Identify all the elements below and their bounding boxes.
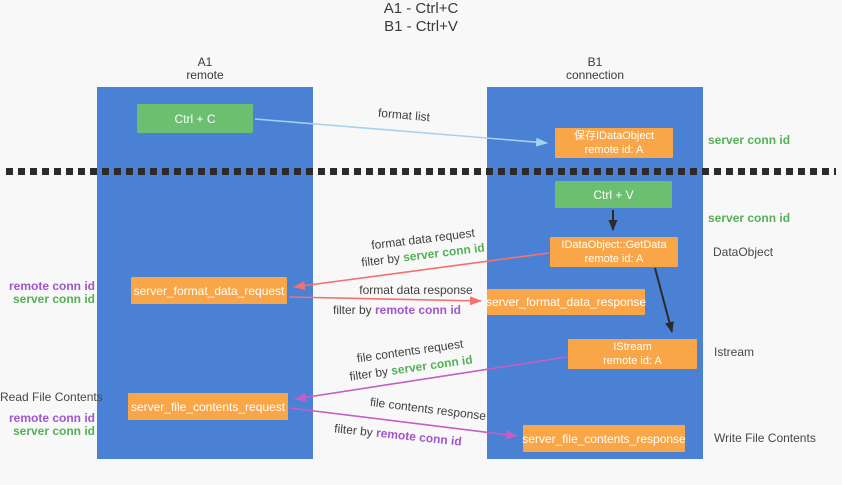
ctrl-c-box: Ctrl + C: [137, 104, 253, 133]
ctrl-v-box: Ctrl + V: [555, 181, 672, 208]
server-conn-id-annotation-left-1: server conn id: [12, 292, 95, 306]
filter-remote-conn-id-2: remote conn id: [375, 425, 463, 449]
lane-b1-role: connection: [565, 68, 625, 82]
istream-box: IStream remote id: A: [568, 339, 697, 369]
remote-conn-id-annotation-left-1: remote conn id: [8, 279, 95, 293]
lane-a1-name: A1: [197, 55, 213, 69]
istream-annotation: Istream: [714, 345, 755, 359]
getdata-line2: remote id: A: [584, 253, 644, 265]
lane-header-b1: B1 connection: [487, 56, 703, 82]
server-file-contents-response-box: server_file_contents_response: [522, 425, 686, 452]
format-data-response-filter-label: filter by remote conn id: [297, 303, 497, 317]
filter-by-text-4: filter by: [333, 421, 377, 440]
server-format-data-response-box: server_format_data_response: [485, 289, 647, 315]
read-file-contents-annotation: Read File Contents: [0, 390, 103, 404]
title-line-1: A1 - Ctrl+C: [383, 0, 459, 17]
file-request-label: server_file_contents_request: [130, 399, 286, 414]
format-list-label: format list: [377, 105, 431, 125]
server-conn-id-annotation-mid: server conn id: [708, 211, 791, 225]
save-idataobject-box: 保存IDataObject remote id: A: [555, 128, 673, 158]
format-data-response-label: format data response: [359, 283, 473, 297]
save-idataobject-line1: 保存IDataObject: [573, 130, 655, 142]
ctrl-c-label: Ctrl + C: [174, 111, 216, 126]
istream-line1: IStream: [613, 341, 652, 353]
getdata-line1: IDataObject::GetData: [561, 239, 667, 251]
idataobject-getdata-box: IDataObject::GetData remote id: A: [550, 237, 678, 267]
title-line-2: B1 - Ctrl+V: [384, 18, 458, 35]
istream-line2: remote id: A: [603, 355, 662, 367]
format-request-label: server_format_data_request: [133, 283, 285, 298]
file-response-label: server_file_contents_response: [522, 431, 686, 446]
server-conn-id-annotation-left-2: server conn id: [12, 424, 95, 438]
server-format-data-request-box: server_format_data_request: [131, 277, 287, 304]
filter-by-text-3: filter by: [348, 363, 393, 384]
format-data-response-arrow: [288, 296, 482, 306]
lane-b1-name: B1: [587, 55, 603, 69]
lane-a1-role: remote: [186, 68, 224, 82]
filter-remote-conn-id-1: remote conn id: [375, 303, 462, 317]
write-file-contents-annotation: Write File Contents: [714, 431, 816, 445]
dataobject-annotation: DataObject: [713, 245, 774, 259]
filter-by-text-1: filter by: [360, 250, 404, 270]
filter-by-text-2: filter by: [332, 303, 375, 317]
server-conn-id-annotation-top: server conn id: [708, 133, 791, 147]
dotted-separator-line: [6, 168, 836, 175]
remote-conn-id-annotation-left-2: remote conn id: [8, 411, 95, 425]
file-contents-response-filter-label: filter by remote conn id: [298, 418, 498, 453]
save-idataobject-line2: remote id: A: [584, 144, 644, 156]
diagram-title: A1 - Ctrl+C B1 - Ctrl+V: [0, 0, 842, 36]
lane-header-a1: A1 remote: [97, 56, 313, 82]
server-file-contents-request-box: server_file_contents_request: [128, 393, 288, 420]
format-response-label: server_format_data_response: [485, 295, 647, 309]
ctrl-v-label: Ctrl + V: [593, 187, 634, 202]
